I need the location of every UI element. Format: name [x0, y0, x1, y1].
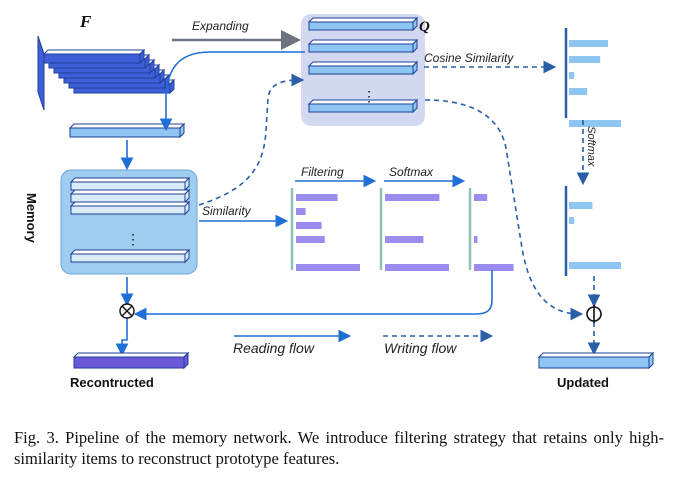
reconstructed-slab — [72, 351, 190, 370]
writing-flow-connectors — [198, 73, 601, 356]
reading-flow-connectors — [115, 51, 493, 357]
reconstructed-output — [72, 351, 190, 370]
label-cosine-similarity: Cosine Similarity — [424, 51, 514, 65]
memory-slab — [69, 188, 191, 204]
softmax-bars — [468, 188, 514, 271]
multiply-operator — [119, 303, 135, 319]
similarity-bar — [296, 264, 360, 271]
query-slab — [307, 98, 419, 114]
updated-output — [537, 351, 655, 370]
label-filtering: Filtering — [301, 165, 344, 179]
memory-block: Memory ⋮ — [24, 169, 198, 275]
feature-tensor-F: F — [37, 12, 176, 111]
softmax-bar — [474, 236, 478, 243]
label-updated: Updated — [557, 375, 609, 390]
label-memory: Memory — [24, 193, 39, 244]
query-feature-slab — [68, 122, 186, 139]
cosine-similarity-bars — [564, 28, 621, 127]
softmax-weights-bars — [564, 186, 621, 276]
query-ellipsis: ⋮ — [362, 88, 376, 104]
label-F: F — [79, 12, 92, 31]
label-similarity: Similarity — [202, 204, 252, 218]
memory-slab — [69, 176, 191, 192]
label-softmax: Softmax — [389, 165, 434, 179]
query-slab — [307, 16, 419, 32]
memory-slab — [69, 248, 191, 264]
similarity-arrow: Similarity — [199, 204, 289, 228]
similarity-bar — [296, 236, 325, 243]
update-operator — [586, 305, 602, 323]
similarity-bar — [296, 194, 338, 201]
query-slab — [307, 38, 419, 54]
expanding-arrow: Expanding — [172, 19, 301, 50]
filtered-bar — [385, 236, 424, 243]
label-expanding: Expanding — [192, 19, 249, 33]
legend-writing-flow: Writing flow — [383, 329, 494, 356]
similarity-bar — [296, 222, 322, 229]
label-reading-flow: Reading flow — [233, 340, 315, 356]
figure-caption: Fig. 3. Pipeline of the memory network. … — [14, 428, 664, 468]
updated-slab — [537, 351, 655, 370]
label-writing-flow: Writing flow — [384, 340, 457, 356]
label-Q: Q — [419, 19, 430, 35]
filtered-bars — [379, 188, 449, 271]
softmax-bar — [474, 264, 514, 271]
cosine-bar — [569, 56, 601, 63]
softmax-weight-bar — [569, 202, 593, 209]
softmax-arrow: Softmax — [384, 165, 466, 188]
feature-slab — [42, 48, 146, 65]
filtering-arrow: Filtering — [295, 165, 377, 188]
cosine-similarity-arrow: Cosine Similarity — [424, 51, 557, 74]
cosine-bar — [569, 40, 608, 47]
label-softmax-vertical: Softmax — [585, 126, 597, 167]
softmax-vertical-arrow: Softmax — [576, 120, 597, 186]
similarity-bars — [290, 188, 360, 271]
softmax-bar — [474, 194, 488, 201]
label-reconstructed: Recontructed — [70, 375, 154, 390]
query-feature-slab-shape — [68, 122, 186, 139]
similarity-bar — [296, 208, 306, 215]
cosine-bar — [569, 120, 621, 127]
legend-reading-flow: Reading flow — [233, 329, 352, 356]
cosine-bar — [569, 72, 575, 79]
query-block: ⋮ Q — [301, 14, 430, 126]
cosine-bar — [569, 88, 588, 95]
query-slab — [307, 60, 419, 76]
memory-slab — [69, 200, 191, 216]
softmax-weight-bar — [569, 262, 621, 269]
memory-ellipsis: ⋮ — [126, 231, 140, 247]
softmax-weight-bar — [569, 217, 575, 224]
filtered-bar — [385, 194, 440, 201]
filtered-bar — [385, 264, 449, 271]
